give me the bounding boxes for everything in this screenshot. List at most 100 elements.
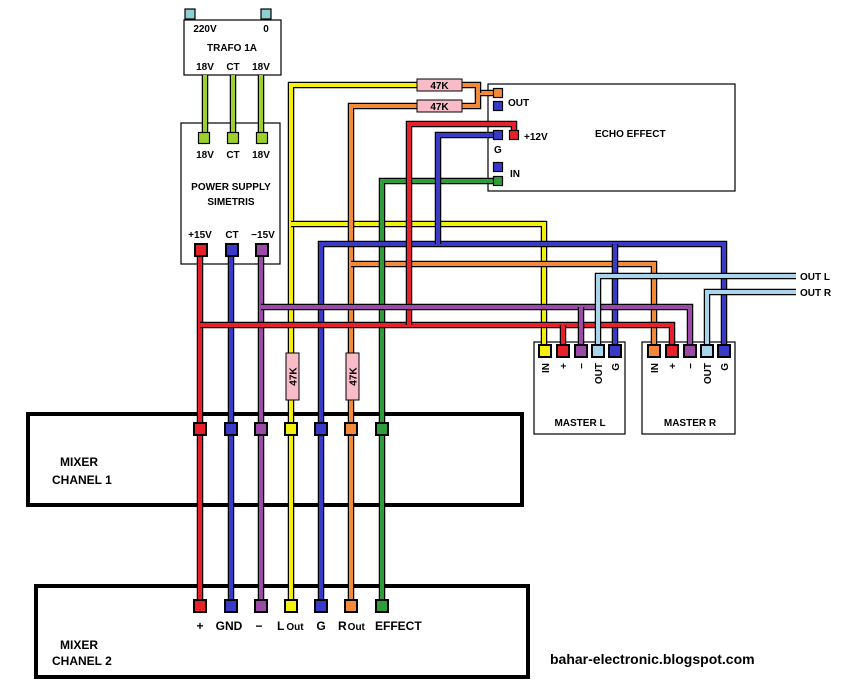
mixer-pin-r-label: ROut xyxy=(338,619,366,633)
trafo-out-1: 18V xyxy=(196,62,214,73)
psu-title-line1: POWER SUPPLY xyxy=(191,182,271,193)
psu-box xyxy=(180,122,281,265)
master-l-terminal-plus xyxy=(556,344,570,358)
psu-out-1: +15V xyxy=(188,230,212,241)
echo-terminal-out2 xyxy=(492,100,504,112)
out-r-label: OUT R xyxy=(800,288,832,299)
mixer2-terminal-plus xyxy=(193,599,207,613)
resistor-top1-label: 47K xyxy=(430,81,449,92)
master-l-pin-minus: − xyxy=(577,363,588,369)
mixer1-terminal-effect xyxy=(375,422,389,436)
echo-terminal-in-top xyxy=(492,161,504,173)
echo-terminal-in xyxy=(492,175,504,187)
wire-lightblue-r xyxy=(703,288,796,351)
mixer-pin-effect-label: EFFECT xyxy=(375,619,422,633)
trafo-terminal-220v xyxy=(184,8,196,20)
master-l-terminal-minus xyxy=(574,344,588,358)
master-l-title: MASTER L xyxy=(554,418,605,429)
wire-orange-res1 xyxy=(462,81,482,93)
master-l-pin-plus: + xyxy=(559,363,570,369)
master-r-pin-in: IN xyxy=(650,363,661,373)
echo-box xyxy=(487,83,736,192)
master-r-pin-plus: + xyxy=(668,363,679,369)
master-r-pin-out: OUT xyxy=(703,363,714,384)
mixer-pin-plus-label: + xyxy=(196,619,203,633)
mixer2-terminal-minus xyxy=(254,599,268,613)
master-r-pin-g: G xyxy=(720,363,731,371)
trafo-out-2: CT xyxy=(226,62,239,73)
mixer-pin-g-label: G xyxy=(316,619,325,633)
trafo-in-left-label: 220V xyxy=(193,24,217,35)
psu-in-1: 18V xyxy=(196,150,214,161)
resistor-top2-label: 47K xyxy=(430,102,449,113)
mixer2-box xyxy=(34,584,530,679)
master-r-terminal-plus xyxy=(665,344,679,358)
mixer-pin-gnd-label: GND xyxy=(216,619,243,633)
out-l-label: OUT L xyxy=(800,272,830,283)
wire-purple-minus xyxy=(261,303,694,351)
mixer1-line1: MIXER xyxy=(60,455,98,469)
echo-terminal-vcc xyxy=(508,129,520,141)
trafo-terminal-0 xyxy=(260,8,272,20)
resistor-top1: 47K xyxy=(416,78,463,92)
master-l-terminal-g xyxy=(608,344,622,358)
mixer1-terminal-g xyxy=(314,422,328,436)
mixer2-terminal-l xyxy=(284,599,298,613)
echo-title: ECHO EFFECT xyxy=(595,129,666,140)
trafo-box xyxy=(183,19,282,76)
resistor-vert2: 47K xyxy=(345,352,360,401)
psu-in-3: 18V xyxy=(252,150,270,161)
master-r-terminal-minus xyxy=(683,344,697,358)
mixer1-box xyxy=(26,412,524,507)
terminals xyxy=(184,8,731,613)
echo-terminal-g xyxy=(492,129,504,141)
psu-terminal-minus15 xyxy=(255,243,269,257)
wire-blue-echo-g xyxy=(434,131,498,244)
wire-green-main xyxy=(378,177,498,606)
master-l-pin-in: IN xyxy=(541,363,552,373)
echo-in-label: IN xyxy=(510,169,520,180)
psu-terminal-18v-a xyxy=(197,131,211,145)
mixer1-terminal-plus xyxy=(193,422,207,436)
master-r-terminal-out xyxy=(700,344,714,358)
mixer2-terminal-r xyxy=(344,599,358,613)
echo-out-label: OUT xyxy=(508,98,529,109)
resistor-vert1-label: 47K xyxy=(289,367,300,386)
wire-red-echo xyxy=(405,120,518,325)
trafo-title: TRAFO 1A xyxy=(207,43,257,54)
credit-text: bahar-electronic.blogspot.com xyxy=(550,651,755,667)
master-l-terminal-out xyxy=(591,344,605,358)
echo-g-label: G xyxy=(494,145,502,156)
wire-orange-main xyxy=(347,102,417,606)
mixer-pin-minus-label: − xyxy=(255,619,262,633)
wire-lightblue-l xyxy=(594,272,796,351)
psu-out-2: CT xyxy=(225,230,238,241)
mixer1-terminal-gnd xyxy=(224,422,238,436)
master-r-pin-minus: − xyxy=(686,363,697,369)
mixer1-line2: CHANEL 1 xyxy=(52,473,112,487)
echo-vcc-label: +12V xyxy=(524,132,548,143)
master-l-pin-g: G xyxy=(611,363,622,371)
psu-terminal-plus15 xyxy=(194,243,208,257)
mixer2-terminal-gnd xyxy=(224,599,238,613)
resistor-top2: 47K xyxy=(416,99,463,113)
psu-terminal-ct-in xyxy=(226,131,240,145)
master-l-terminal-in xyxy=(538,344,552,358)
master-l-pin-out: OUT xyxy=(594,363,605,384)
wire-red-plus xyxy=(200,321,676,351)
wire-orange-echo xyxy=(462,89,498,110)
mixer2-line1: MIXER xyxy=(60,638,98,652)
mixer1-terminal-r xyxy=(344,422,358,436)
master-r-title: MASTER R xyxy=(664,418,717,429)
trafo-in-right-label: 0 xyxy=(263,24,269,35)
psu-in-2: CT xyxy=(226,150,239,161)
psu-terminal-18v-b xyxy=(255,131,269,145)
resistor-vert2-label: 47K xyxy=(349,367,360,386)
master-r-terminal-g xyxy=(717,344,731,358)
master-r-terminal-in xyxy=(647,344,661,358)
echo-terminal-out xyxy=(492,87,504,99)
mixer2-terminal-g xyxy=(314,599,328,613)
mixer2-terminal-effect xyxy=(375,599,389,613)
